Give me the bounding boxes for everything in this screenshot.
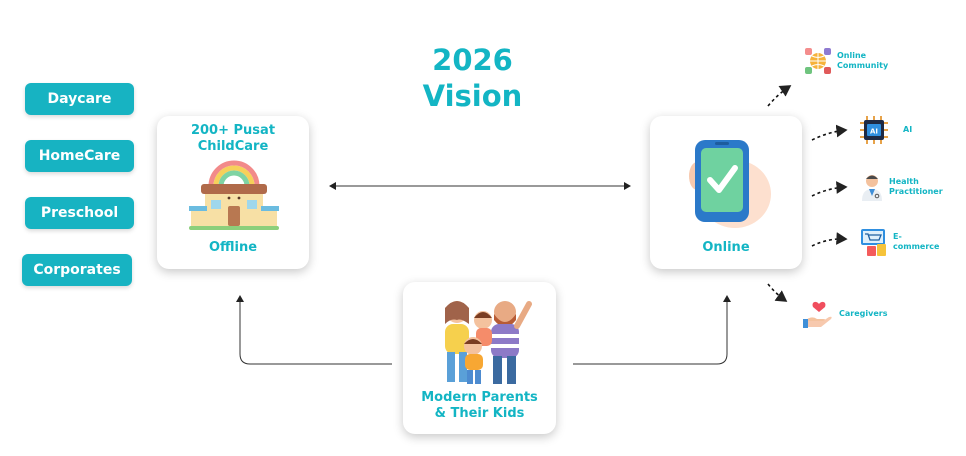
service-caregivers: Caregivers: [803, 299, 887, 329]
smartphone-check-icon: [689, 140, 771, 228]
shopping-icon: [861, 229, 886, 256]
family-illustration-icon: [445, 301, 532, 384]
family-to-online-arrow: [573, 295, 731, 365]
segment-daycare: Daycare: [25, 83, 134, 115]
offline-label: Offline: [208, 240, 258, 255]
family-label-line1: Modern Parents: [421, 390, 538, 405]
service-label-ai: AI: [903, 125, 913, 134]
service-label-online-community: Online Community: [837, 51, 889, 70]
arrow-to-community: [767, 85, 792, 107]
arrow-to-ai: [811, 124, 848, 141]
caregiver-hands-icon: [803, 301, 832, 328]
globe-community-icon: [805, 48, 831, 74]
svg-text:AI: AI: [870, 128, 878, 136]
offline-heading-line2: ChildCare: [197, 139, 269, 154]
service-label-caregivers: Caregivers: [839, 309, 888, 318]
service-ai: AI AI: [859, 115, 912, 145]
family-label-line2: & Their Kids: [434, 406, 525, 421]
service-label-health-practitioner: Health Practitioner: [889, 177, 943, 196]
childcare-building-icon: [189, 160, 279, 230]
family-to-offline-arrow: [236, 295, 392, 365]
arrow-to-caregivers: [767, 283, 788, 302]
service-online-community: Online Community: [803, 46, 889, 76]
segment-homecare: HomeCare: [25, 140, 134, 172]
family-card: Modern Parents & Their Kids: [403, 282, 556, 434]
ai-chip-icon: AI: [860, 116, 888, 144]
arrow-to-ecommerce: [811, 232, 848, 247]
vision-title-word: Vision: [422, 79, 523, 113]
service-health-practitioner: Health Practitioner: [857, 172, 947, 202]
online-card: Online: [650, 116, 802, 269]
offline-heading-line1: 200+ Pusat: [190, 123, 276, 138]
service-ecommerce: E-commerce: [857, 226, 941, 258]
vision-title-year: 2026: [432, 43, 513, 77]
service-label-ecommerce: E-commerce: [893, 232, 940, 251]
arrow-to-health: [811, 181, 848, 197]
offline-card: 200+ Pusat ChildCare Offline: [157, 116, 309, 269]
online-label: Online: [702, 240, 750, 255]
doctor-icon: [862, 175, 882, 201]
vision-title: 2026 Vision: [395, 42, 550, 114]
segment-preschool: Preschool: [25, 197, 134, 229]
segment-corporates: Corporates: [22, 254, 132, 286]
